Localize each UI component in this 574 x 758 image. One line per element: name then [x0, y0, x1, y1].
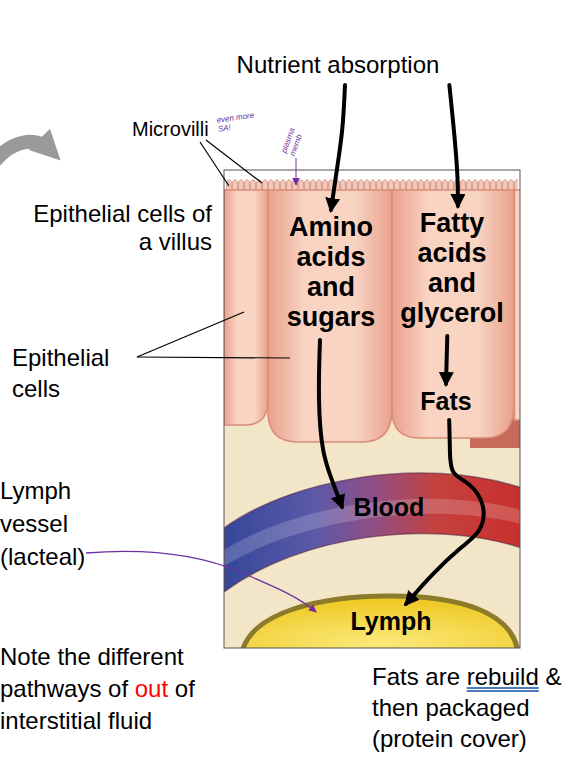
annotation-arrow [296, 158, 297, 185]
word: fluid [108, 707, 152, 734]
handwritten-note: plasma memb [279, 123, 306, 157]
part-label: Epithelial cells [12, 342, 132, 404]
flow-arrow [446, 336, 447, 384]
leader-line [200, 142, 229, 186]
vessel-label: Lymph [344, 606, 438, 636]
frame-background [224, 170, 520, 648]
word: Fats [372, 663, 419, 690]
note: Fats are rebuild & then packaged (protei… [372, 661, 572, 754]
node-text: Nutrient absorption [222, 51, 454, 79]
word: the [57, 643, 90, 670]
annotation-arrow [86, 551, 316, 612]
node-text: Amino acids and sugars [273, 212, 389, 332]
cell-content: Fatty acids and glycerol [393, 208, 511, 328]
word: interstitial [0, 707, 101, 734]
node-text: Lymph [344, 606, 438, 636]
note: Note the different pathways of out of in… [0, 641, 210, 737]
word: out [135, 675, 168, 702]
leader-line [137, 312, 244, 357]
node-text: Blood [346, 492, 432, 522]
epithelial-cell [514, 190, 520, 420]
word: different [97, 643, 183, 670]
handwritten-note: even more SA! [216, 110, 258, 133]
word: pathways [0, 675, 101, 702]
part-label: Epithelial cells of a villus [27, 200, 212, 256]
frame-border [224, 170, 520, 648]
blood-vessel [224, 473, 520, 592]
part-label: Lymph vessel (lacteal) [0, 474, 100, 573]
vessel-label: Blood [346, 492, 432, 522]
lymph-vessel [242, 596, 518, 648]
word: packaged [425, 694, 529, 721]
flow-arrow [406, 420, 484, 604]
node-text: Fats [414, 386, 478, 416]
input-label: Nutrient absorption [222, 51, 454, 79]
word: then [372, 694, 419, 721]
continuation-arrow [0, 142, 50, 162]
epithelial-cell [224, 190, 268, 425]
product-label: Fats [414, 386, 478, 416]
word: cover) [460, 725, 527, 752]
word: rebuild [467, 663, 539, 690]
word: (protein [372, 725, 453, 752]
word: of [108, 675, 128, 702]
epithelial-cell [268, 190, 392, 442]
leader-line [206, 140, 262, 183]
flow-arrow [319, 340, 342, 507]
cell-content: Amino acids and sugars [273, 212, 389, 332]
word: are [425, 663, 460, 690]
flow-arrow [449, 85, 458, 206]
epithelial-cell [392, 190, 514, 438]
word: & [545, 663, 561, 690]
leader-line [137, 357, 290, 358]
word: of [175, 675, 195, 702]
word: Note [0, 643, 51, 670]
node-text: Fatty acids and glycerol [393, 208, 511, 328]
flow-arrow [331, 85, 345, 210]
